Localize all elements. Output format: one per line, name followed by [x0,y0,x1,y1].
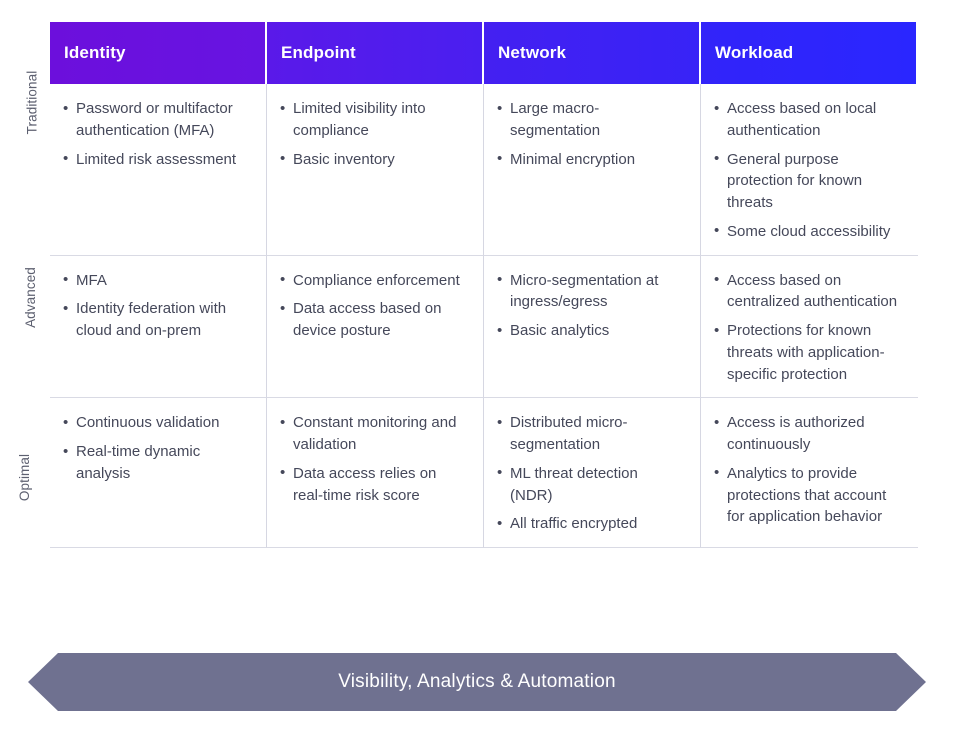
row-label-optimal: Optimal [17,453,33,502]
bullet-list: Access is authorized continuouslyAnalyti… [713,412,902,528]
bullet-item: Data access relies on real-time risk sco… [279,462,467,507]
bullet-item: Data access based on device posture [279,298,467,342]
bullet-item: Micro-segmentation at ingress/egress [496,269,684,314]
column-header-label: Identity [64,43,126,62]
column-header-endpoint: Endpoint [267,22,484,84]
bullet-item: Password or multifactor authentication (… [62,98,250,142]
column-header-label: Endpoint [281,43,356,62]
bullet-list: Limited visibility into complianceBasic … [279,98,467,170]
bullet-list: Access based on centralized authenticati… [713,269,902,386]
matrix-cell: Large macro-segmentationMinimal encrypti… [484,84,701,256]
column-header-label: Network [498,43,567,62]
matrix-cell: Access based on centralized authenticati… [701,256,918,399]
bullet-list: Continuous validationReal-time dynamic a… [62,412,250,484]
column-header-identity: Identity [50,22,267,84]
matrix-cell: MFA Identity federation with cloud and on… [50,255,267,399]
bullet-item: Access based on centralized authenticati… [713,269,902,314]
bullet-item: Minimal encryption [496,148,684,171]
bullet-list: Password or multifactor authentication (… [62,98,250,170]
matrix-grid: Identity Endpoint Network Workload Passw… [50,22,918,548]
bullet-item: Large macro-segmentation [496,98,684,142]
bullet-list: Access based on local authenticationGene… [713,98,902,243]
bullet-list: Large macro-segmentationMinimal encrypti… [496,98,684,170]
matrix-cell: Access based on local authenticationGene… [701,84,918,256]
bullet-item: General purpose protection for known thr… [713,148,902,214]
bullet-item: Continuous validation [62,412,250,434]
row-label-traditional: Traditional [24,70,40,135]
matrix-cell: Password or multifactor authentication (… [50,84,267,256]
bullet-item: Basic analytics [496,320,684,342]
visibility-analytics-automation-banner: Visibility, Analytics & Automation [28,653,926,711]
matrix-cell: Continuous validationReal-time dynamic a… [50,398,267,548]
bullet-item: ML threat detection (NDR) [496,462,684,507]
bullet-item: Distributed micro-segmentation [496,412,684,456]
bullet-item: Identity federation with cloud and on-pr… [62,298,250,342]
bullet-item: Compliance enforcement [279,269,467,292]
bullet-item: Some cloud accessibility [713,220,902,243]
bullet-list: MFA Identity federation with cloud and on… [62,269,250,342]
matrix-cell: Access is authorized continuouslyAnalyti… [701,398,918,548]
bullet-item: Limited visibility into compliance [279,98,467,142]
bullet-item: Analytics to provide protections that ac… [713,462,902,528]
row-label-advanced: Advanced [22,267,38,328]
bullet-item: MFA [62,269,250,292]
double-arrow-shape: Visibility, Analytics & Automation [28,653,926,711]
matrix-cell: Constant monitoring and validationData a… [267,398,484,548]
bullet-list: Micro-segmentation at ingress/egressBasi… [496,269,684,342]
bullet-item: All traffic encrypted [496,513,684,535]
matrix-cell: Distributed micro-segmentation ML threat … [484,398,701,548]
column-header-network: Network [484,22,701,84]
bullet-item: Access is authorized continuously [713,412,902,456]
column-header-label: Workload [715,43,794,62]
matrix-cell: Compliance enforcementData access based … [267,255,484,399]
bullet-item: Limited risk assessment [62,148,250,171]
bullet-item: Access based on local authentication [713,98,902,142]
bullet-list: Distributed micro-segmentation ML threat … [496,412,684,535]
column-header-workload: Workload [701,22,918,84]
bullet-list: Compliance enforcementData access based … [279,269,467,342]
bullet-item: Protections for known threats with appli… [713,319,902,385]
bullet-list: Constant monitoring and validationData a… [279,412,467,506]
bullet-item: Constant monitoring and validation [279,412,467,456]
matrix-cell: Micro-segmentation at ingress/egressBasi… [484,255,701,399]
bullet-item: Basic inventory [279,148,467,171]
bullet-item: Real-time dynamic analysis [62,441,250,485]
banner-label: Visibility, Analytics & Automation [338,671,616,692]
matrix-cell: Limited visibility into complianceBasic … [267,84,484,256]
